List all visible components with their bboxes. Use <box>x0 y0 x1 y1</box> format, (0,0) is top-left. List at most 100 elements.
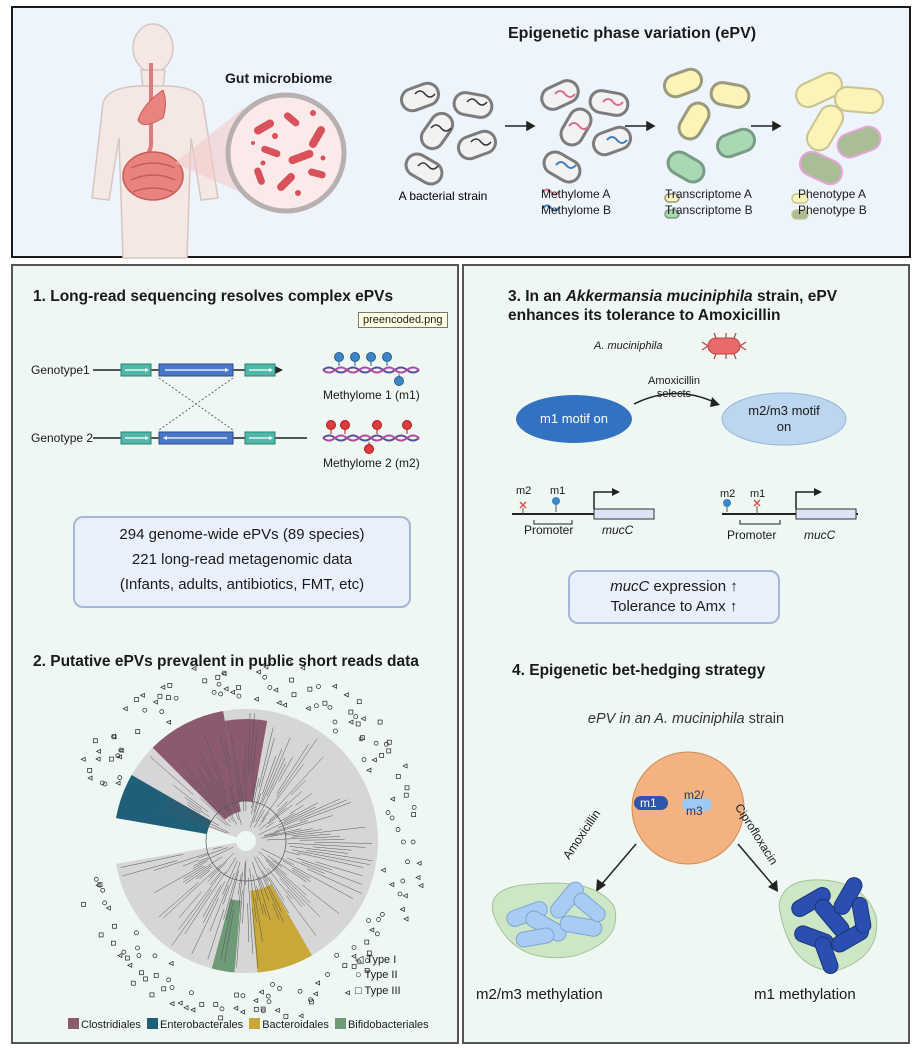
tree-branch <box>212 846 223 850</box>
methylome-a-icon <box>542 188 560 196</box>
cell-m23-line1: m2/ <box>684 788 705 802</box>
tree-branch <box>257 876 263 889</box>
tree-branch <box>268 791 303 821</box>
bacteroidales-clade <box>250 884 312 973</box>
type-marker <box>307 686 313 692</box>
bacteroidales-swatch <box>249 1018 261 1029</box>
tree-branch <box>179 891 202 918</box>
tree-branch <box>268 877 285 901</box>
promoter-right-label: Promoter <box>727 528 777 542</box>
tree-branch <box>210 759 227 796</box>
type-marker <box>411 805 417 810</box>
bifidobacteriales-label: Bifidobacteriales <box>347 1019 429 1031</box>
type-marker <box>161 986 167 992</box>
tree-branch <box>236 890 243 968</box>
tree-branch <box>267 836 341 841</box>
type-marker <box>351 953 357 959</box>
tree-branch <box>278 756 293 782</box>
type-marker <box>95 756 101 762</box>
clostridiales-swatch <box>68 1018 79 1029</box>
tree-branch <box>216 816 228 826</box>
type-marker <box>117 775 123 780</box>
type-marker <box>236 693 242 699</box>
phylogenetic-tree-figure <box>80 660 424 1023</box>
tree-branch <box>193 846 234 867</box>
type-marker <box>92 738 98 744</box>
type-marker <box>80 756 86 762</box>
type-marker <box>97 882 103 888</box>
tree-branch <box>260 812 270 823</box>
tree-branch <box>192 860 208 869</box>
tree-branch <box>250 793 262 828</box>
type-marker <box>277 986 282 991</box>
type-marker <box>218 1015 224 1021</box>
type-marker <box>344 990 350 996</box>
type-marker <box>286 660 292 665</box>
type-marker <box>343 692 349 698</box>
genotype1-label: Genotype1 <box>31 363 90 377</box>
type-marker <box>93 876 99 882</box>
tree-branch <box>253 809 265 828</box>
m23-methylation-colony-icon <box>492 881 616 959</box>
type-marker <box>364 958 370 963</box>
type-marker <box>376 917 381 922</box>
type-marker <box>348 709 354 715</box>
transcriptome-a-label: Transcriptome A <box>665 187 752 201</box>
bacterial-strain-label: A bacterial strain <box>399 189 488 203</box>
summary-line-3: (Infants, adults, antibiotics, FMT, etc) <box>119 576 365 593</box>
tree-branch <box>184 871 227 934</box>
type-marker <box>223 686 229 692</box>
tree-branch <box>262 737 291 804</box>
type-marker <box>112 923 117 929</box>
gene-right-label: mucC <box>804 528 836 542</box>
methylome1-label: Methylome 1 (m1) <box>323 388 420 402</box>
type-marker <box>211 689 217 695</box>
type-marker <box>258 989 264 995</box>
type-marker <box>221 670 227 677</box>
type-marker <box>117 953 123 959</box>
akkermansia-bacterium-icon <box>701 332 747 360</box>
bacterial-strain-cells <box>399 81 498 186</box>
enterobacterales-clade <box>116 775 212 835</box>
type-marker <box>191 665 197 671</box>
tree-branch <box>191 898 219 955</box>
type-marker <box>322 700 328 706</box>
sections-1-2-panel: 1. Long-read sequencing resolves complex… <box>11 264 459 1044</box>
type-marker <box>274 1007 280 1013</box>
type-marker <box>253 1006 259 1012</box>
tree-branch <box>247 903 249 942</box>
species-label: A. muciniphila <box>594 340 663 352</box>
phenotype-a-label: Phenotype A <box>798 187 867 201</box>
tree-branch <box>283 802 319 822</box>
tree-branch <box>262 764 304 819</box>
type-marker <box>252 997 259 1004</box>
tree-branch <box>266 757 286 797</box>
m23-methylation-label: m2/m3 methylation <box>476 986 603 1003</box>
type-marker <box>216 681 222 687</box>
type-marker <box>389 815 395 821</box>
type-marker <box>380 912 385 917</box>
type-marker <box>183 1005 189 1011</box>
tree-branch <box>258 727 274 788</box>
tree-branch <box>250 713 255 772</box>
bacteroidales-label: Bacteroidales <box>262 1019 329 1031</box>
type-marker <box>127 962 133 968</box>
type-marker <box>255 669 261 675</box>
type-marker <box>263 664 269 670</box>
type-marker <box>364 968 370 973</box>
type-marker <box>265 993 271 999</box>
tree-branch <box>190 777 211 801</box>
tree-branch <box>184 796 202 810</box>
tree-branch <box>231 757 240 802</box>
section4-subtitle-suffix: strain <box>744 711 785 727</box>
tree-branch <box>266 860 311 904</box>
tree-branch <box>276 738 318 798</box>
type-marker <box>325 972 330 977</box>
type-marker <box>360 735 365 741</box>
summary-line-2: 221 long-read metagenomic data <box>131 551 353 568</box>
ePV-summary-box: 294 genome-wide ePVs (89 species) 221 lo… <box>73 516 411 608</box>
type-marker <box>105 905 111 911</box>
tree-branch <box>219 733 234 788</box>
type-marker <box>416 860 422 866</box>
tree-branch <box>199 775 220 803</box>
